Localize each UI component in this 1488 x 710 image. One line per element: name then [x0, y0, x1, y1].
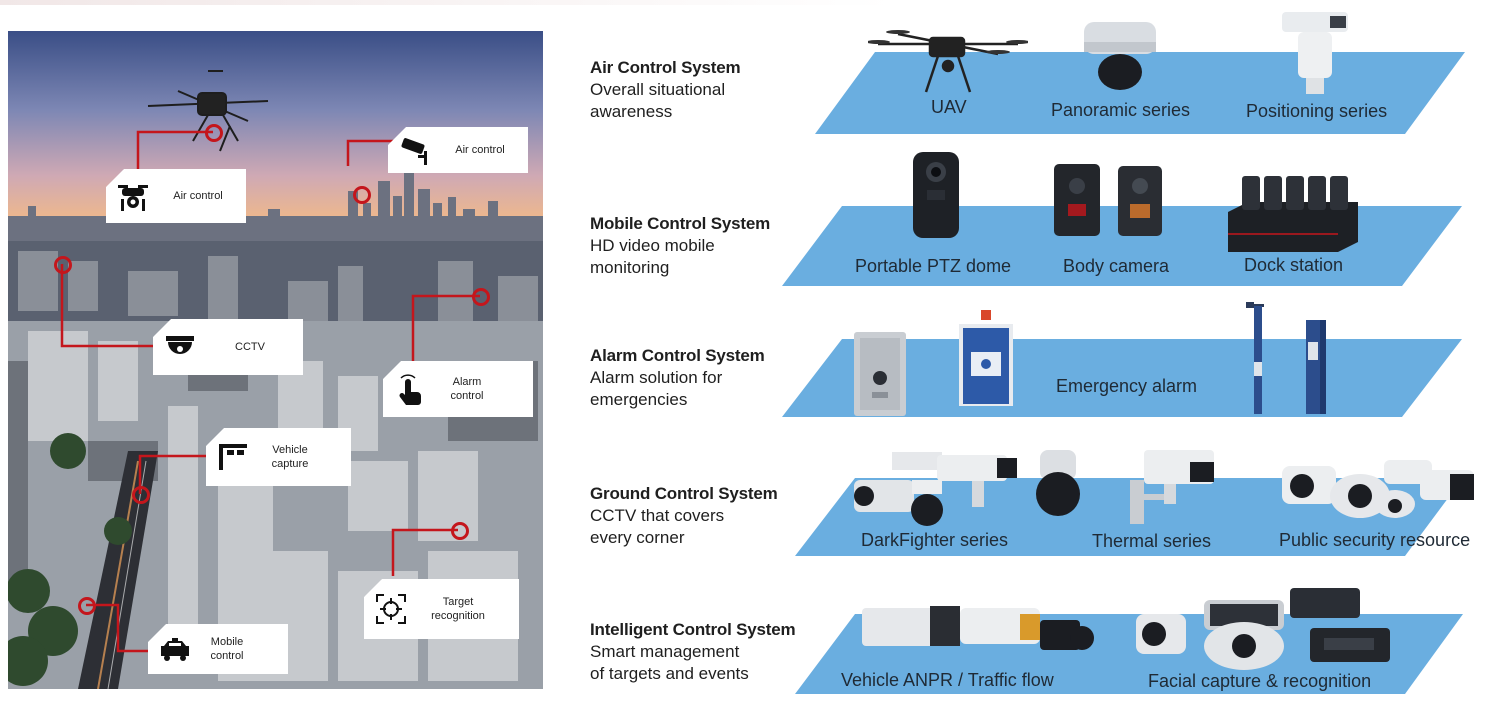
speed-dome-image	[1036, 450, 1080, 516]
police-car-icon	[158, 632, 192, 666]
city-scene-image: Air control Air control CCTV Alarm contr…	[8, 31, 543, 689]
location-pin	[451, 522, 469, 540]
emergency-pole-image	[1246, 302, 1326, 414]
alarm-panel-image	[854, 332, 906, 416]
system-desc-line2: emergencies	[590, 390, 688, 409]
dock-station-image	[1228, 176, 1358, 252]
system-title: Mobile Control System	[590, 214, 770, 233]
callout-label: Air control	[173, 190, 223, 202]
hand-press-icon	[393, 372, 427, 406]
system-desc-line2: every corner	[590, 528, 685, 547]
location-pin	[132, 486, 150, 504]
product-label: Body camera	[1063, 256, 1170, 276]
callout-cctv: CCTV	[153, 319, 303, 375]
system-desc-line1: CCTV that covers	[590, 506, 725, 525]
system-ground-control: Ground Control System CCTV that covers e…	[590, 483, 778, 549]
callout-mobile-control: Mobile control	[148, 624, 288, 674]
product-label: Panoramic series	[1051, 100, 1191, 120]
system-desc-line1: HD video mobile	[590, 236, 715, 255]
uav-drone-image	[868, 30, 1028, 93]
product-label: Public security resource	[1279, 530, 1471, 550]
product-label: Positioning series	[1246, 101, 1388, 121]
callout-label: Mobile control	[210, 636, 244, 662]
callout-label: Alarm control	[450, 376, 484, 402]
anpr-cameras-image	[862, 606, 1094, 650]
darkfighter-cameras-image	[854, 452, 1017, 526]
location-pin	[205, 124, 223, 142]
panoramic-camera-image	[1084, 22, 1156, 90]
body-camera-image	[1054, 164, 1162, 236]
thermal-camera-image	[1130, 450, 1214, 524]
callout-air-control-camera: Air control	[388, 127, 528, 173]
dome-camera-icon	[163, 330, 197, 364]
product-label: Dock station	[1244, 255, 1344, 275]
callout-label: Air control	[455, 144, 505, 156]
callout-label: CCTV	[235, 341, 265, 353]
vehicle-capture-icon	[216, 440, 250, 474]
public-security-cameras-image	[1282, 460, 1474, 518]
product-label: Facial capture & recognition	[1148, 671, 1372, 691]
system-desc-line2: monitoring	[590, 258, 670, 277]
platform-alarm	[782, 339, 1462, 417]
system-desc-line1: Smart management	[590, 642, 740, 661]
product-label: UAV	[931, 97, 967, 117]
system-alarm-control: Alarm Control System Alarm solution for …	[590, 345, 765, 411]
top-band	[0, 0, 1488, 5]
system-intelligent-control: Intelligent Control System Smart managem…	[590, 619, 796, 685]
system-title: Alarm Control System	[590, 346, 765, 365]
system-title: Intelligent Control System	[590, 620, 796, 639]
product-label: DarkFighter series	[861, 530, 1009, 550]
target-icon	[374, 592, 408, 626]
product-label: Vehicle ANPR / Traffic flow	[841, 670, 1054, 690]
location-pin	[353, 186, 371, 204]
callout-label: Vehicle capture	[271, 444, 309, 470]
drone-icon	[116, 179, 150, 213]
callout-vehicle-capture: Vehicle capture	[206, 428, 351, 486]
location-pin	[54, 256, 72, 274]
callout-target-recognition: Target recognition	[364, 579, 519, 639]
positioning-camera-image	[1282, 12, 1348, 94]
system-title: Air Control System	[590, 58, 741, 77]
system-mobile-control: Mobile Control System HD video mobile mo…	[590, 213, 770, 279]
callout-air-control-drone: Air control	[106, 169, 246, 223]
product-label: Portable PTZ dome	[855, 256, 1012, 276]
system-air-control: Air Control System Overall situational a…	[590, 57, 741, 123]
callout-label: Target recognition	[431, 596, 485, 622]
location-pin	[472, 288, 490, 306]
cctv-camera-icon	[398, 133, 432, 167]
portable-ptz-dome-image	[913, 152, 959, 238]
system-desc-line2: of targets and events	[590, 664, 749, 683]
product-label: Thermal series	[1092, 531, 1212, 551]
emergency-box-image	[959, 310, 1013, 406]
facial-recognition-cameras-image	[1136, 588, 1390, 670]
system-desc-line1: Overall situational	[590, 80, 726, 99]
system-desc-line2: awareness	[590, 102, 673, 121]
system-desc-line1: Alarm solution for	[590, 368, 723, 387]
callout-alarm-control: Alarm control	[383, 361, 533, 417]
product-label: Emergency alarm	[1056, 376, 1198, 396]
location-pin	[78, 597, 96, 615]
system-title: Ground Control System	[590, 484, 778, 503]
